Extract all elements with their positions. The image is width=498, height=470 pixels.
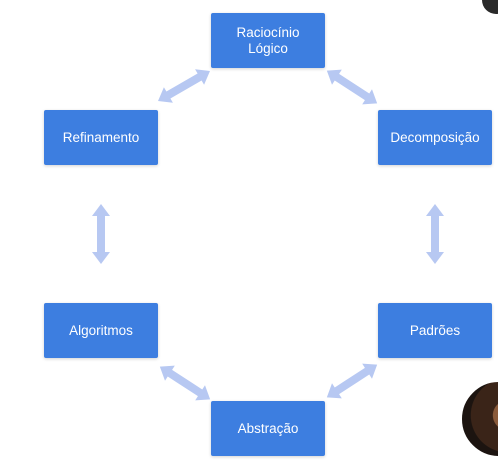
double-arrow-icon bbox=[159, 365, 211, 401]
node-algoritmos: Algoritmos bbox=[44, 303, 158, 358]
node-refinamento: Refinamento bbox=[44, 110, 158, 165]
double-arrow-icon bbox=[326, 69, 378, 105]
node-raciocinio-logico: Raciocínio Lógico bbox=[211, 13, 325, 68]
node-decomposicao: Decomposição bbox=[378, 110, 492, 165]
double-arrow-icon bbox=[426, 204, 444, 264]
double-arrow-icon bbox=[158, 69, 210, 103]
double-arrow-icon bbox=[92, 204, 110, 264]
double-arrow-icon bbox=[326, 363, 378, 399]
node-abstracao: Abstração bbox=[211, 401, 325, 456]
node-padroes: Padrões bbox=[378, 303, 492, 358]
corner-indicator-icon bbox=[482, 0, 498, 14]
